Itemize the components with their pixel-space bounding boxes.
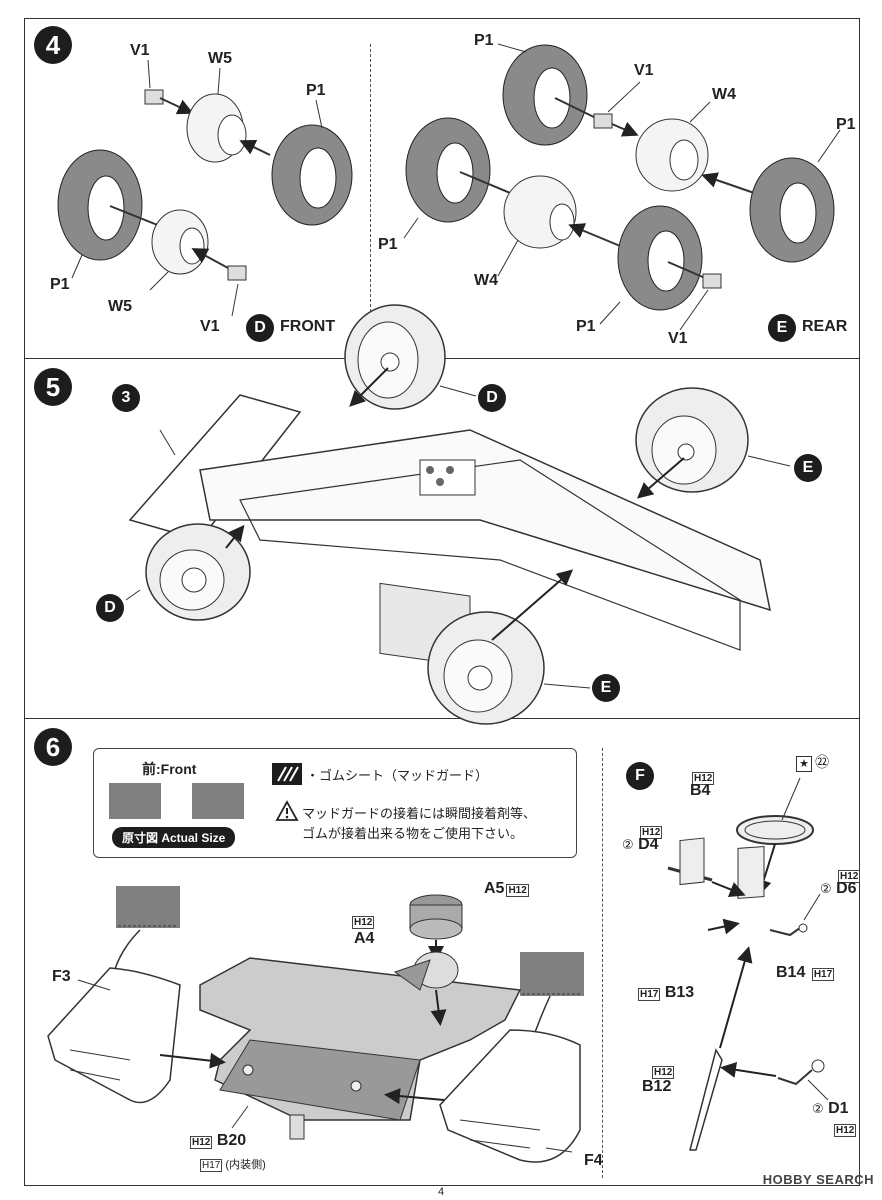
part-label-a4: A4 [354, 930, 375, 947]
front-label: FRONT [280, 318, 336, 335]
part-label-a5: A5 [484, 880, 505, 897]
quantity-marker: ② [622, 837, 634, 852]
part-label-v1: V1 [130, 42, 150, 59]
cap-part-v1 [144, 89, 164, 105]
part-label-d6: D6 [836, 880, 857, 897]
color-code-badge: H12 [692, 772, 715, 785]
part-label-f3: F3 [52, 968, 71, 985]
part-label-b13: B13 [664, 984, 695, 1001]
fender-part-f3 [47, 967, 181, 1104]
cap-part-v1 [593, 113, 613, 129]
actual-size-badge: 原寸図 Actual Size [112, 827, 236, 848]
quantity-marker: ② [812, 1101, 824, 1116]
section-divider [24, 718, 860, 719]
warning-line-1: マッドガードの接着には瞬間接着剤等、 [302, 806, 537, 821]
part-label-d1: D1 [828, 1100, 849, 1117]
part-label-p1: P1 [306, 82, 326, 99]
quantity-marker: ② [820, 881, 832, 896]
color-code-badge: H12 [834, 1124, 857, 1137]
front-wheel-left [145, 523, 251, 621]
part-label-w4: W4 [712, 86, 736, 103]
part-label-w5: W5 [208, 50, 232, 67]
front-wheel-top [344, 304, 446, 410]
color-code-badge: H12 [652, 1066, 675, 1079]
color-code-badge: H12 [640, 826, 663, 839]
cap-part-v1 [702, 273, 722, 289]
color-code-badge: H12 [352, 916, 375, 929]
part-label-b14: B14 [776, 964, 806, 981]
wheel-marker-e: E [592, 674, 620, 702]
color-code-badge: H17 [638, 988, 661, 1001]
color-code-badge: H12 [838, 870, 861, 883]
shaft-part-b12 [689, 1048, 723, 1151]
step-number: 5 [34, 368, 72, 406]
page-number: 4 [437, 1186, 445, 1198]
part-label-b20: B20 [216, 1132, 247, 1149]
mudguard-swatch [192, 783, 244, 819]
step-number: 4 [34, 26, 72, 64]
column-divider [370, 44, 371, 332]
note-item: ・ゴムシート（マッドガード） [306, 768, 489, 783]
page-frame [24, 18, 860, 1186]
wheel-marker-d: D [478, 384, 506, 412]
warning-triangle-icon [275, 800, 299, 821]
interior-side-note: (内装側) [225, 1159, 266, 1171]
part-label-b12: B12 [642, 1078, 672, 1095]
part-label-w5: W5 [108, 298, 132, 315]
star-paint-icon: ★ [796, 756, 812, 772]
color-code-badge: H12 [190, 1136, 213, 1149]
part-label-b4: B4 [690, 782, 711, 799]
part-label-w4: W4 [474, 272, 498, 289]
note-front-title: 前:Front [142, 761, 197, 777]
part-label-v1: V1 [200, 318, 220, 335]
part-label-p1: P1 [836, 116, 856, 133]
color-code-badge: H17 [811, 968, 835, 981]
fender-part-f4 [439, 1029, 581, 1163]
part-label-p1: P1 [50, 276, 70, 293]
color-code-badge: H17 [200, 1159, 223, 1172]
front-wheel-marker: D [246, 314, 274, 342]
column-divider [602, 748, 603, 1178]
mudguard-note: 前:Front 原寸図 Actual Size ・ゴムシート（マッドガード） マ… [93, 748, 577, 858]
part-label-f4: F4 [584, 1152, 603, 1169]
rear-wheel-bottom [427, 611, 545, 725]
part-label-d4: D4 [638, 836, 659, 853]
sub-step-marker-f: F [626, 762, 654, 790]
mudguard-sheet [116, 886, 180, 928]
part-label-p1: P1 [474, 32, 494, 49]
ref-step-marker: 3 [112, 384, 140, 412]
part-label-p1: P1 [576, 318, 596, 335]
rear-wheel-marker: E [768, 314, 796, 342]
steering-wheel-b4 [736, 815, 814, 845]
rubber-sheet-icon [272, 763, 302, 785]
mudguard-swatch [109, 783, 161, 819]
warning-line-2: ゴムが接着出来る物をご使用下さい。 [302, 826, 524, 841]
rear-label: REAR [802, 318, 848, 335]
column-part-b14 [737, 846, 765, 899]
part-label-v1: V1 [668, 330, 688, 347]
mudguard-sheet [520, 952, 584, 996]
paint-number: ㉒ [815, 754, 830, 770]
wheel-marker-d: D [96, 594, 124, 622]
step-number: 6 [34, 728, 72, 766]
rear-wheel-top [635, 387, 749, 493]
watermark: HOBBY SEARCH [762, 1172, 874, 1187]
wheel-marker-e: E [794, 454, 822, 482]
column-cover-b13 [679, 837, 705, 886]
part-label-p1: P1 [378, 236, 398, 253]
part-label-v1: V1 [634, 62, 654, 79]
cap-part-v1 [227, 265, 247, 281]
color-code-badge: H12 [506, 884, 529, 897]
